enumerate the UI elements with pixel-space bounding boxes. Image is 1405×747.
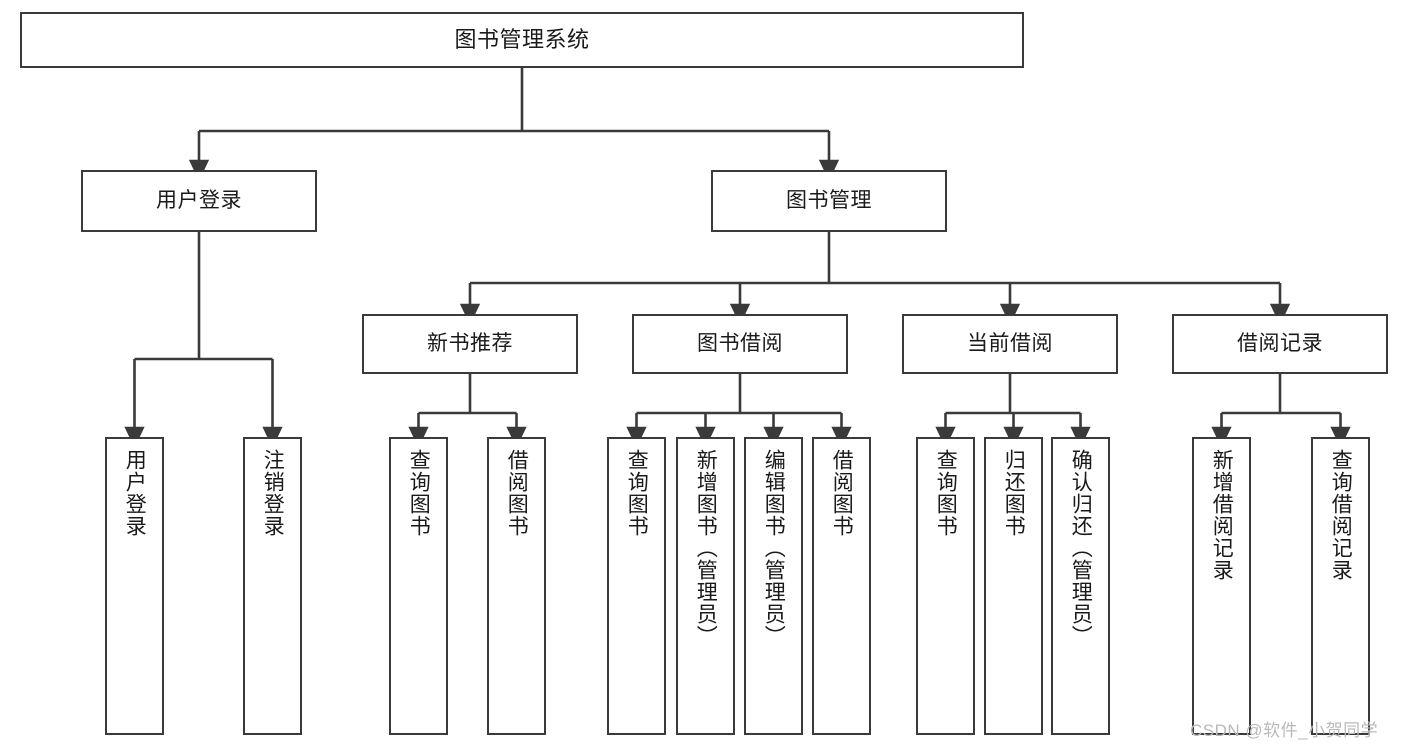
node-label: 查询图书	[407, 449, 431, 537]
node-label: 查询图书	[625, 449, 649, 537]
node-label: 查询借阅记录	[1329, 449, 1353, 581]
node-label: 图书借阅	[697, 331, 783, 355]
node-new-book-rec[interactable]: 新书推荐	[362, 314, 578, 374]
node-current-borrow[interactable]: 当前借阅	[902, 314, 1118, 374]
node-leaf-borrow-book[interactable]: 借阅图书	[812, 437, 871, 735]
node-label: 注销登录	[261, 449, 285, 537]
node-label: 当前借阅	[967, 331, 1053, 355]
node-label: 图书管理系统	[454, 27, 590, 53]
node-label: 归还图书	[1002, 449, 1026, 537]
node-label: 借阅记录	[1237, 331, 1323, 355]
node-book-borrow[interactable]: 图书借阅	[632, 314, 848, 374]
node-label: 新书推荐	[427, 331, 513, 355]
node-user-login[interactable]: 用户登录	[81, 170, 317, 232]
node-book-manage[interactable]: 图书管理	[711, 170, 947, 232]
node-label: 用户登录	[123, 449, 147, 537]
node-leaf-edit-book[interactable]: 编辑图书（管理员）	[744, 437, 803, 735]
node-label: 新增借阅记录	[1210, 449, 1234, 581]
node-label: 借阅图书	[505, 449, 529, 537]
node-leaf-user-login[interactable]: 用户登录	[105, 437, 164, 735]
node-leaf-query-book-cur[interactable]: 查询图书	[916, 437, 975, 735]
node-root[interactable]: 图书管理系统	[20, 12, 1024, 68]
node-label: 图书管理	[786, 188, 872, 212]
node-leaf-borrow-book-rec[interactable]: 借阅图书	[487, 437, 546, 735]
node-label: 确认归还（管理员）	[1069, 449, 1093, 647]
node-leaf-query-book-borrow[interactable]: 查询图书	[607, 437, 666, 735]
node-leaf-confirm-return[interactable]: 确认归还（管理员）	[1051, 437, 1110, 735]
node-label: 查询图书	[934, 449, 958, 537]
node-leaf-query-record[interactable]: 查询借阅记录	[1311, 437, 1370, 735]
node-leaf-add-book[interactable]: 新增图书（管理员）	[676, 437, 735, 735]
node-leaf-logout[interactable]: 注销登录	[243, 437, 302, 735]
node-leaf-return-book[interactable]: 归还图书	[984, 437, 1043, 735]
node-borrow-record[interactable]: 借阅记录	[1172, 314, 1388, 374]
node-leaf-add-record[interactable]: 新增借阅记录	[1192, 437, 1251, 735]
node-label: 新增图书（管理员）	[694, 449, 718, 647]
node-label: 编辑图书（管理员）	[762, 449, 786, 647]
node-label: 用户登录	[156, 188, 242, 212]
csdn-watermark: CSDN @软件_小贺同学	[1190, 721, 1379, 740]
node-leaf-query-book-rec[interactable]: 查询图书	[389, 437, 448, 735]
node-label: 借阅图书	[830, 449, 854, 537]
